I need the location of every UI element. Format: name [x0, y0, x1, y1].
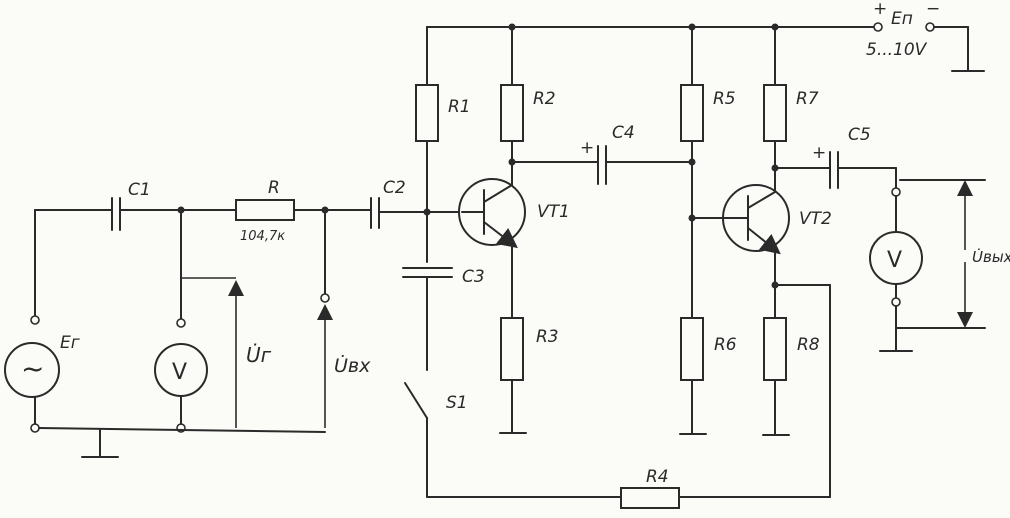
voltmeter-output: V — [869, 195, 923, 307]
c3-label: C3 — [462, 267, 485, 287]
ac-symbol: ~ — [21, 352, 44, 385]
c4-label: C4 — [612, 123, 635, 143]
capacitor-c2: C2 — [370, 178, 406, 229]
resistor-r6: R6 — [680, 317, 737, 381]
vt2-label: VT2 — [799, 209, 832, 229]
r1-label: R1 — [448, 97, 471, 117]
capacitor-c5: + C5 — [812, 125, 871, 189]
output-section: V U̇вых — [869, 179, 1010, 352]
voltmeter-input: V — [154, 209, 208, 433]
r-label: R — [268, 178, 280, 198]
voltmeter-symbol-1: V — [172, 360, 187, 385]
capacitor-c1: C1 — [111, 180, 151, 231]
power-range: 5...10V — [866, 40, 928, 60]
r2-label: R2 — [533, 89, 556, 109]
capacitor-c4: + C4 — [580, 123, 635, 185]
capacitor-c3: C3 — [402, 267, 485, 287]
stage-2: R5 R6 R7 VT2 — [679, 26, 897, 436]
r7-label: R7 — [796, 89, 819, 109]
c1-label: C1 — [128, 180, 151, 200]
ground-input — [81, 429, 119, 458]
resistor-r1: R1 — [415, 84, 471, 142]
ground-output — [879, 327, 913, 352]
c4-plus: + — [580, 138, 594, 158]
power-label: Eп — [891, 9, 913, 29]
generator-label: Eг — [60, 333, 80, 353]
resistor-r3: R3 — [500, 317, 559, 381]
transistor-vt2: VT2 — [722, 184, 832, 255]
r3-label: R3 — [536, 327, 559, 347]
transistor-vt1: VT1 — [458, 178, 570, 249]
r8-label: R8 — [797, 335, 820, 355]
uvx-label: U̇вх — [334, 355, 371, 377]
ur-label: U̇г — [246, 343, 272, 367]
resistor-r2: R2 — [500, 84, 556, 142]
resistor-r7: R7 — [763, 84, 819, 142]
voltage-uvx: U̇вх — [317, 209, 371, 428]
generator-eg: ~ Eг — [4, 209, 80, 433]
r5-label: R5 — [713, 89, 736, 109]
c5-label: C5 — [848, 125, 871, 145]
input-section: ~ Eг C1 R 104,7к V — [4, 178, 372, 458]
voltage-ur: U̇г — [181, 277, 272, 428]
r6-label: R6 — [714, 335, 737, 355]
voltage-uvyx: U̇вых — [957, 180, 1010, 328]
r-value: 104,7к — [240, 229, 285, 244]
power-supply: + − Eп 5...10V — [866, 0, 985, 72]
voltmeter-symbol-2: V — [887, 248, 902, 273]
stage-1: C2 R1 C3 S1 R4 — [370, 23, 875, 509]
resistor-r8: R8 — [763, 317, 820, 381]
r4-label: R4 — [646, 467, 669, 487]
c2-label: C2 — [383, 178, 406, 198]
switch-s1: S1 — [404, 382, 468, 419]
power-plus: + — [873, 0, 887, 19]
resistor-r4: R4 — [620, 467, 680, 509]
uvyx-label: U̇вых — [972, 247, 1010, 266]
resistor-r5: R5 — [680, 84, 736, 142]
s1-label: S1 — [446, 393, 468, 413]
power-minus: − — [926, 0, 940, 19]
resistor-r: R 104,7к — [235, 178, 295, 244]
vt1-label: VT1 — [537, 202, 570, 222]
c5-plus: + — [812, 143, 826, 163]
